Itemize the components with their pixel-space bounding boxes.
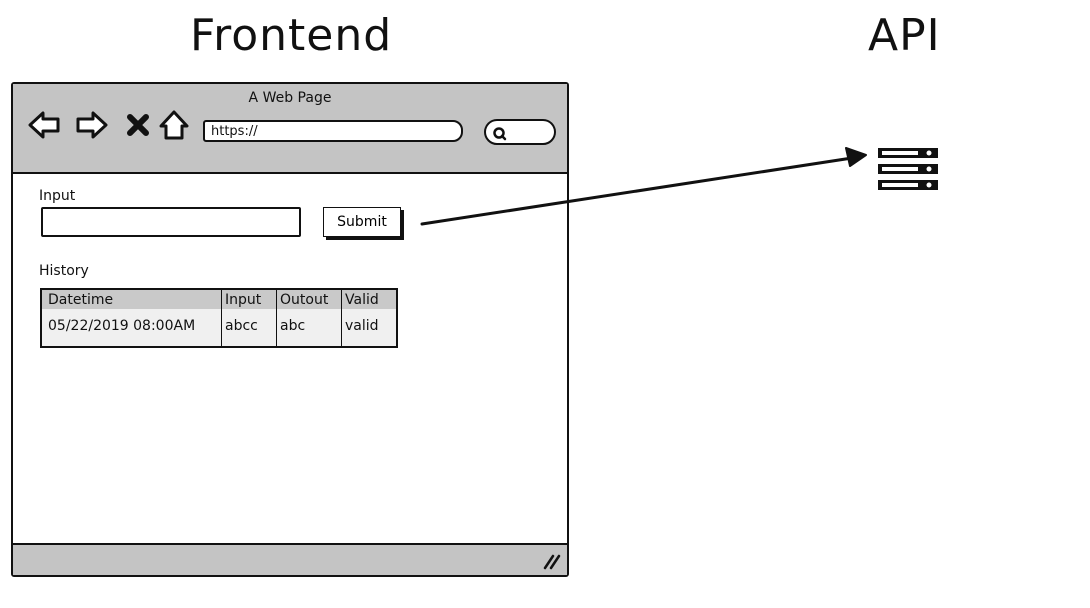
submit-button[interactable]: Submit <box>323 207 401 237</box>
history-table: Datetime Input Outout Valid 05/22/2019 0… <box>40 288 398 348</box>
input-field[interactable] <box>41 207 301 237</box>
column-header: Input <box>221 289 277 309</box>
table-cell: abcc <box>221 309 277 347</box>
table-cell: valid <box>341 309 397 347</box>
home-icon[interactable] <box>157 108 191 142</box>
frontend-heading: Frontend <box>190 10 393 61</box>
browser-toolbar: A Web Page https:// <box>13 84 567 174</box>
url-bar[interactable]: https:// <box>203 120 463 142</box>
close-icon[interactable] <box>121 108 155 142</box>
status-bar <box>13 543 567 575</box>
column-header: Datetime <box>48 291 114 308</box>
table-row: 05/22/2019 08:00AM abcc abc valid <box>41 309 397 347</box>
api-heading: API <box>868 10 941 61</box>
search-icon <box>493 127 507 141</box>
table-cell: 05/22/2019 08:00AM <box>48 317 196 334</box>
column-header: Valid <box>341 289 397 309</box>
resize-grip-icon[interactable] <box>541 552 561 570</box>
api-server-icon <box>878 148 938 190</box>
table-cell: abc <box>276 309 342 347</box>
table-header-row: Datetime Input Outout Valid <box>41 289 397 309</box>
browser-window: A Web Page https:// Input Submit History <box>11 82 569 577</box>
page-title: A Web Page <box>248 90 332 106</box>
search-box[interactable] <box>484 119 556 145</box>
back-arrow-icon[interactable] <box>27 108 61 142</box>
history-label: History <box>39 263 89 279</box>
forward-arrow-icon[interactable] <box>75 108 109 142</box>
arrowhead-icon <box>845 147 867 167</box>
input-label: Input <box>39 188 76 204</box>
column-header: Outout <box>276 289 342 309</box>
